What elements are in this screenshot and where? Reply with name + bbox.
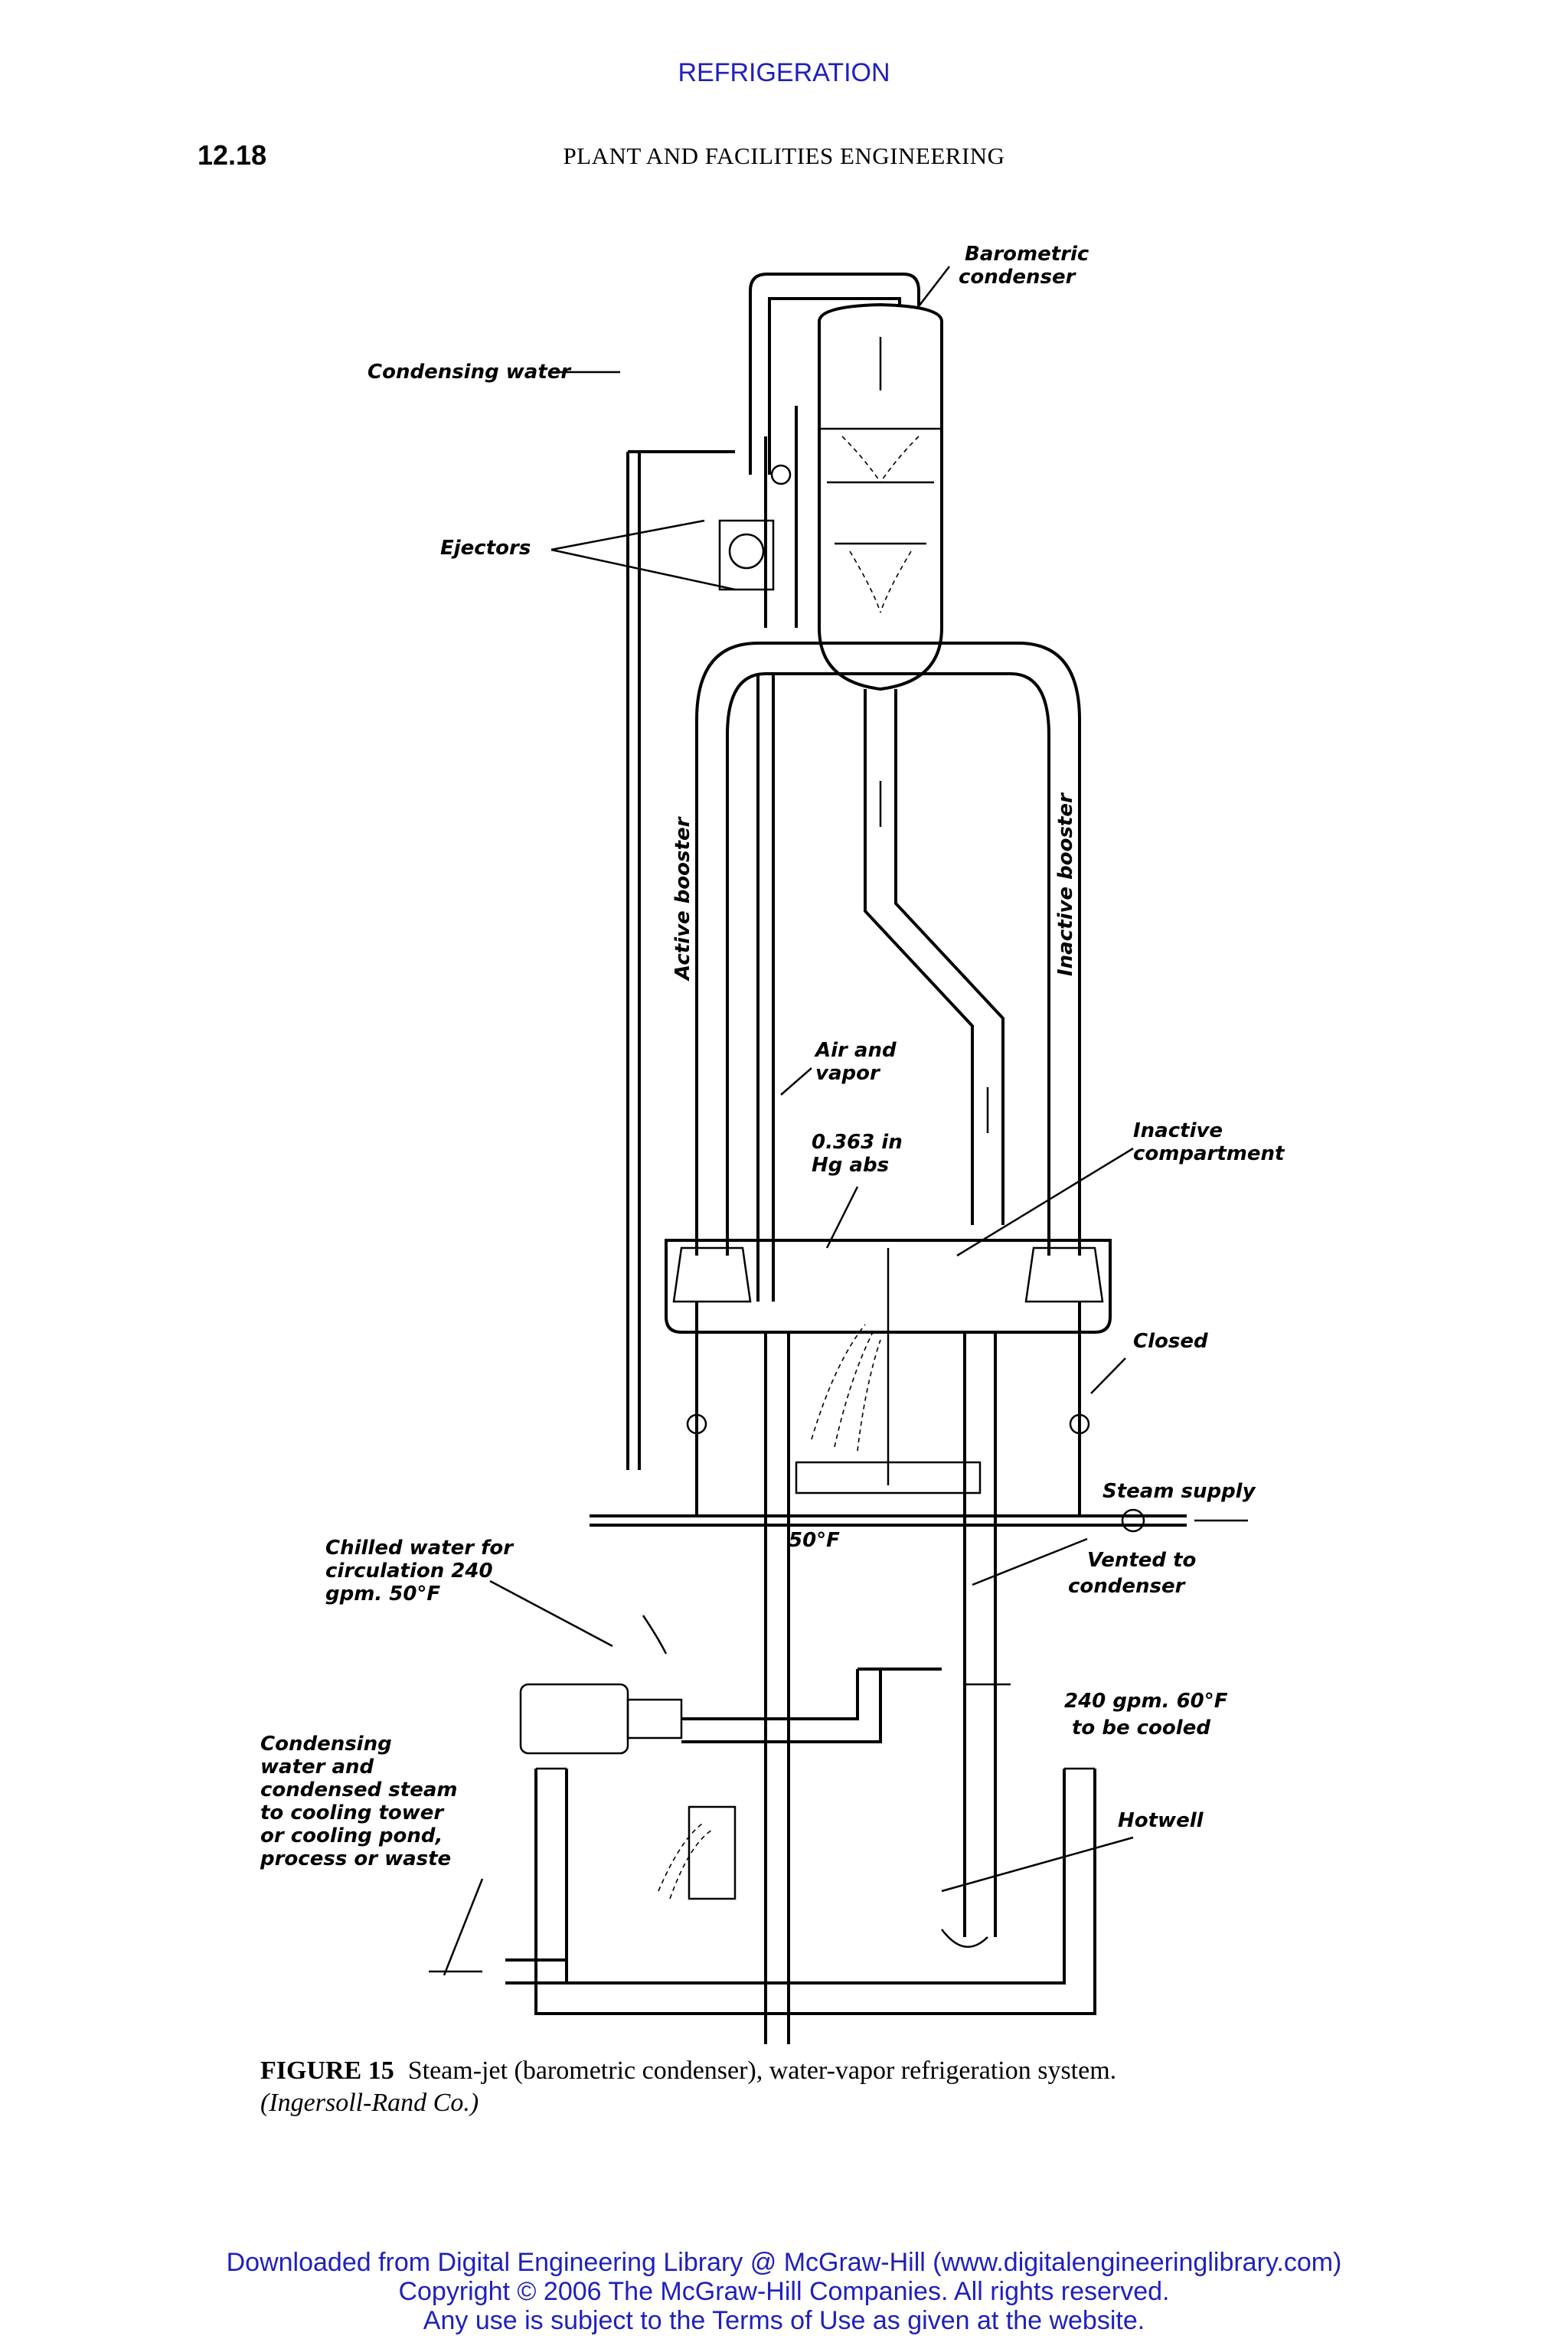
label-chilled-2: circulation 240: [325, 1560, 493, 1583]
label-vented-1: Vented to: [1087, 1549, 1196, 1572]
label-discharge-4: to cooling tower: [260, 1802, 445, 1824]
label-chilled-1: Chilled water for: [325, 1537, 514, 1560]
ejectors: [626, 406, 798, 1470]
section-title-link[interactable]: REFRIGERATION: [678, 58, 890, 87]
running-head: PLANT AND FACILITIES ENGINEERING: [563, 142, 1005, 169]
label-barometric-condenser-1: Barometric: [965, 243, 1089, 266]
inactive-booster: [888, 642, 1104, 1303]
label-inactive-booster: Inactive booster: [1054, 792, 1077, 976]
label-return-2: to be cooled: [1072, 1717, 1210, 1740]
footer: Downloaded from Digital Engineering Libr…: [0, 2248, 1568, 2335]
label-hotwell: Hotwell: [1118, 1809, 1204, 1832]
leader-lines: [443, 266, 1134, 1976]
label-air-vapor-1: Air and: [814, 1039, 897, 1062]
footer-copyright: Copyright © 2006 The McGraw-Hill Compani…: [398, 2277, 1170, 2306]
label-pressure-1: 0.363 in: [812, 1131, 903, 1154]
label-inactive-compartment-2: compartment: [1133, 1142, 1285, 1165]
condensing-water-loop: [749, 273, 920, 475]
label-inactive-compartment-1: Inactive: [1133, 1119, 1223, 1142]
caption-text: Steam-jet (barometric condenser), water-…: [407, 2056, 1117, 2085]
label-discharge-5: or cooling pond,: [260, 1824, 443, 1847]
label-vented-2: condenser: [1068, 1575, 1187, 1598]
label-steam-supply: Steam supply: [1102, 1480, 1256, 1503]
label-discharge-1: Condensing: [260, 1733, 392, 1756]
label-discharge-3: condensed steam: [260, 1779, 458, 1802]
label-condensing-water: Condensing water: [368, 361, 572, 384]
label-return-1: 240 gpm. 60°F: [1064, 1690, 1228, 1713]
caption-credit: (Ingersoll-Rand Co.): [260, 2089, 479, 2117]
label-air-vapor-2: vapor: [815, 1062, 881, 1085]
barometric-condenser-shell: [818, 302, 943, 691]
refrigeration-system-figure: Barometric condenser Condensing water Ej…: [230, 230, 1378, 2052]
condenser-tailpipe: [864, 689, 1004, 1225]
label-ejectors: Ejectors: [440, 537, 531, 560]
label-active-booster: Active booster: [671, 815, 694, 982]
steam-supply-header: [590, 1302, 1248, 1533]
label-pressure-2: Hg abs: [812, 1154, 889, 1177]
label-barometric-condenser-2: condenser: [959, 266, 1077, 289]
footer-terms: Any use is subject to the Terms of Use a…: [423, 2306, 1145, 2335]
label-chilled-3: gpm. 50°F: [325, 1583, 440, 1606]
label-discharge-2: water and: [260, 1756, 374, 1779]
label-discharge-6: process or waste: [260, 1847, 451, 1870]
caption-label: FIGURE 15: [260, 2056, 394, 2085]
hotwell: [429, 1767, 1096, 2015]
label-temp-50f: 50°F: [789, 1529, 840, 1552]
active-booster: [672, 642, 888, 1303]
label-closed: Closed: [1133, 1330, 1208, 1353]
footer-download-link[interactable]: Downloaded from Digital Engineering Libr…: [226, 2248, 1342, 2277]
chilled-water-pump: [519, 1615, 1011, 1755]
system-diagram: Barometric condenser Condensing water Ej…: [260, 243, 1285, 2044]
figure-caption: FIGURE 15 Steam-jet (barometric condenser…: [260, 2055, 1311, 2119]
closed-valve: [1069, 1413, 1090, 1435]
evaporator-tank: [665, 1239, 1112, 2044]
page-number: 12.18: [198, 139, 267, 171]
